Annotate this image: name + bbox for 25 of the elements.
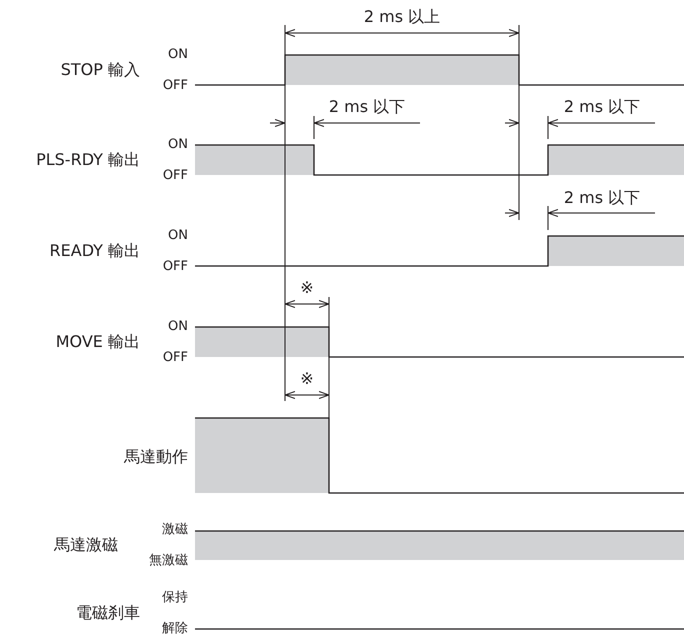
duration-label: 2 ms 以下 (564, 98, 640, 116)
state-label: OFF (162, 168, 188, 184)
state-label: ON (168, 320, 188, 334)
state-label: 激磁 (162, 522, 188, 538)
signal-name: 馬達激磁 (54, 536, 118, 554)
state-label: OFF (162, 78, 188, 94)
state-label: ON (168, 138, 188, 152)
state-label: ON (168, 228, 188, 244)
state-label: 保持 (162, 590, 188, 606)
signal-name: 電磁刹車 (76, 604, 140, 622)
duration-label: 2 ms 以下 (564, 189, 640, 207)
state-label: OFF (162, 350, 188, 366)
state-label: 無激磁 (149, 554, 188, 568)
note-mark: ※ (300, 370, 314, 388)
signal-name: STOP 輸入 (60, 61, 140, 79)
duration-label: 2 ms 以下 (328, 98, 406, 116)
signal-name: 馬達動作 (124, 448, 188, 466)
signal-name: MOVE 輸出 (56, 333, 140, 351)
state-label: ON (168, 48, 188, 62)
note-mark: ※ (300, 279, 314, 297)
state-label: OFF (162, 260, 188, 274)
duration-label: 2 ms 以上 (364, 8, 440, 26)
signal-name: PLS-RDY 輸出 (36, 151, 140, 169)
state-label: 解除 (162, 622, 188, 636)
signal-name: READY 輸出 (50, 242, 140, 260)
